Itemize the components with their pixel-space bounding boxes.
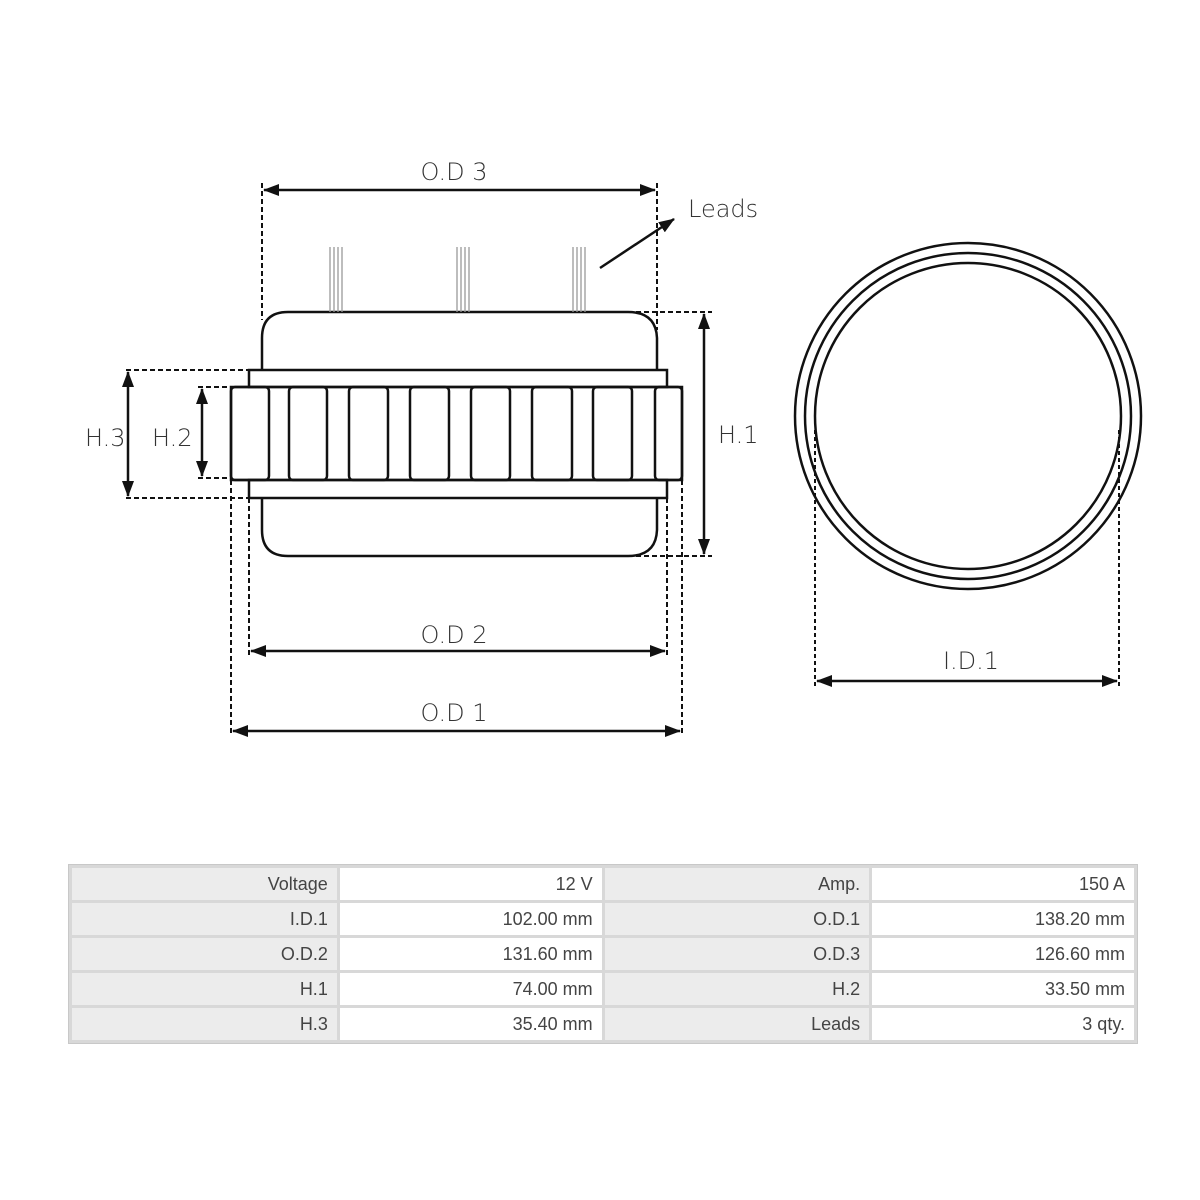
spec-label: H.1 [72, 973, 337, 1005]
table-row: I.D.1 102.00 mm O.D.1 138.20 mm [72, 903, 1134, 935]
leads-pointer-arrow [599, 217, 675, 270]
middle-ring [803, 251, 1133, 581]
spec-label: H.2 [604, 973, 870, 1005]
spec-value: 126.60 mm [872, 938, 1134, 970]
label-h1: H.1 [718, 421, 759, 449]
label-od3: O.D 3 [421, 158, 488, 186]
label-leads: Leads [688, 195, 758, 223]
spec-value: 35.40 mm [339, 1008, 602, 1040]
inner-ring [813, 261, 1123, 571]
extension-lines [126, 183, 712, 735]
spec-label: H.3 [72, 1008, 337, 1040]
top-view [793, 241, 1143, 591]
lamination-plate-bottom [247, 478, 669, 500]
side-view [229, 247, 684, 558]
lead-wires [329, 247, 586, 312]
spec-label: I.D.1 [72, 903, 337, 935]
spec-label: Voltage [72, 868, 337, 900]
stator-dimension-drawing: O.D 3 Leads H.1 H.3 H.2 O.D 2 O.D 1 I.D.… [85, 158, 1143, 737]
core-teeth [229, 385, 684, 482]
spec-value: 12 V [339, 868, 602, 900]
table-row: H.3 35.40 mm Leads 3 qty. [72, 1008, 1134, 1040]
spec-value: 150 A [872, 868, 1134, 900]
spec-label: O.D.3 [604, 938, 870, 970]
spec-label: Leads [604, 1008, 870, 1040]
spec-value: 33.50 mm [872, 973, 1134, 1005]
spec-value: 74.00 mm [339, 973, 602, 1005]
dimension-arrows [122, 184, 710, 737]
winding-body-top [260, 310, 659, 370]
outer-ring [793, 241, 1143, 591]
label-od1: O.D 1 [421, 699, 488, 727]
label-id1: I.D.1 [943, 647, 999, 675]
spec-value: 102.00 mm [339, 903, 602, 935]
table-row: Voltage 12 V Amp. 150 A [72, 868, 1134, 900]
label-h2: H.2 [152, 424, 193, 452]
winding-body-bottom [260, 498, 659, 558]
label-h3: H.3 [85, 424, 126, 452]
spec-label: O.D.1 [604, 903, 870, 935]
label-od2: O.D 2 [421, 621, 488, 649]
table-row: O.D.2 131.60 mm O.D.3 126.60 mm [72, 938, 1134, 970]
spec-value: 138.20 mm [872, 903, 1134, 935]
spec-table: Voltage 12 V Amp. 150 A I.D.1 102.00 mm … [68, 864, 1138, 1044]
lamination-plate-top [247, 368, 669, 389]
spec-label: O.D.2 [72, 938, 337, 970]
spec-value: 131.60 mm [339, 938, 602, 970]
spec-value: 3 qty. [872, 1008, 1134, 1040]
table-row: H.1 74.00 mm H.2 33.50 mm [72, 973, 1134, 1005]
spec-label: Amp. [604, 868, 870, 900]
core-band [229, 385, 684, 482]
